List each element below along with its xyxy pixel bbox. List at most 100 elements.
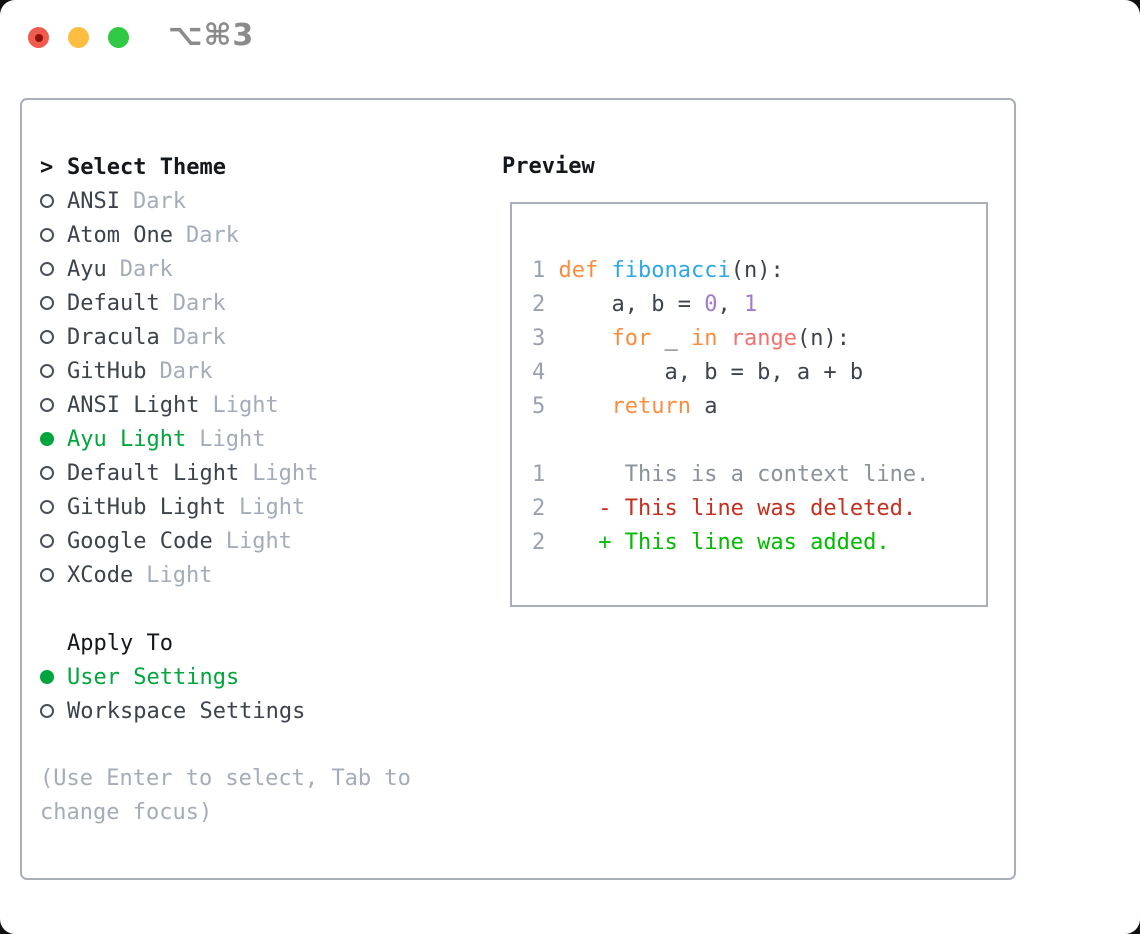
theme-variant: Light — [252, 460, 319, 486]
theme-option[interactable]: XCode Light — [40, 558, 490, 592]
code-token: (n): — [730, 258, 784, 283]
theme-variant: Dark — [172, 290, 226, 316]
code-token: return — [611, 394, 691, 419]
radio-slot — [40, 364, 67, 378]
radio-slot — [40, 534, 67, 548]
theme-variant: Light — [225, 528, 292, 554]
radio-icon — [40, 500, 54, 514]
radio-icon — [40, 432, 54, 446]
theme-option[interactable]: Dracula Dark — [40, 320, 490, 354]
code-token: fibonacci — [611, 258, 731, 283]
theme-option[interactable]: GitHub Light Light — [40, 490, 490, 524]
spacer — [40, 728, 490, 762]
radio-icon — [40, 228, 54, 242]
theme-name: Default Light — [67, 460, 240, 486]
code-token: def — [558, 258, 599, 283]
theme-name: Google Code — [67, 528, 213, 554]
code-token: 4 — [532, 360, 559, 385]
traffic-lights — [28, 27, 129, 48]
spacer — [40, 592, 490, 626]
radio-icon — [40, 296, 54, 310]
code-token — [717, 326, 730, 351]
code-token: 2 — [532, 292, 559, 317]
apply-to-header: Apply To — [40, 626, 490, 660]
close-button-dot-icon — [34, 33, 43, 42]
preview-code-line: 1 def fibonacci(n): — [532, 254, 986, 288]
theme-option[interactable]: ANSI Light Light — [40, 388, 490, 422]
apply-to-option-label: User Settings — [67, 664, 240, 690]
preview-code-line: 2 + This line was added. — [532, 526, 986, 560]
code-token: a, b = — [558, 292, 705, 317]
radio-slot — [40, 228, 67, 242]
radio-slot — [40, 296, 67, 310]
radio-icon — [40, 534, 54, 548]
minimize-button[interactable] — [68, 27, 89, 48]
code-token: , — [717, 292, 744, 317]
radio-icon — [40, 568, 54, 582]
help-text: (Use Enter to select, Tab to change focu… — [40, 766, 411, 825]
preview-code-line: 5 return a — [532, 390, 986, 424]
code-token: a — [690, 394, 718, 419]
theme-variant: Light — [238, 494, 306, 520]
theme-option[interactable]: Default Light Light — [40, 456, 490, 490]
close-button[interactable] — [28, 27, 49, 48]
preview-code-line: 4 a, b = b, a + b — [532, 356, 986, 390]
theme-name: XCode — [67, 562, 134, 588]
code-token: for — [611, 326, 652, 351]
theme-name: Dracula — [67, 324, 160, 350]
theme-variant: Dark — [159, 358, 213, 384]
theme-name: GitHub — [67, 358, 147, 384]
theme-name: ANSI — [67, 188, 120, 214]
apply-to-option[interactable]: Workspace Settings — [40, 694, 490, 728]
header-cursor: > — [40, 154, 54, 180]
code-token: 2 — [532, 530, 559, 555]
radio-icon — [40, 670, 54, 684]
code-token: - This line was deleted. — [558, 496, 917, 521]
apply-to-option[interactable]: User Settings — [40, 660, 490, 694]
code-token — [559, 326, 612, 351]
code-token: 3 — [532, 326, 559, 351]
theme-variant: Dark — [185, 222, 239, 248]
code-token: 1 — [532, 462, 559, 487]
theme-variant: Light — [146, 562, 213, 588]
theme-variant: Dark — [172, 324, 226, 350]
select-theme-header-label: Select Theme — [67, 154, 226, 180]
code-token — [598, 258, 611, 283]
code-token: a, b = b, a + b — [558, 360, 864, 385]
radio-icon — [40, 704, 54, 718]
theme-name: ANSI Light — [67, 392, 200, 418]
preview-code-line: 3 for _ in range(n): — [532, 322, 986, 356]
theme-variant: Light — [212, 392, 279, 418]
zoom-button[interactable] — [108, 27, 129, 48]
code-token: + This line was added. — [558, 530, 890, 555]
radio-slot — [40, 330, 67, 344]
radio-slot — [40, 398, 67, 412]
theme-name: GitHub Light — [67, 494, 226, 520]
theme-option[interactable]: Google Code Light — [40, 524, 490, 558]
radio-slot — [40, 568, 67, 582]
theme-variant: Dark — [119, 256, 173, 282]
theme-variant: Light — [199, 426, 266, 452]
radio-icon — [40, 194, 54, 208]
preview-title: Preview — [502, 154, 595, 179]
radio-slot — [40, 432, 67, 446]
radio-icon — [40, 364, 54, 378]
radio-slot — [40, 670, 67, 684]
theme-option[interactable]: GitHub Dark — [40, 354, 490, 388]
radio-icon — [40, 330, 54, 344]
radio-slot — [40, 466, 67, 480]
preview-code-line: 2 a, b = 0, 1 — [532, 288, 986, 322]
radio-slot — [40, 262, 67, 276]
code-token: 5 — [532, 394, 559, 419]
